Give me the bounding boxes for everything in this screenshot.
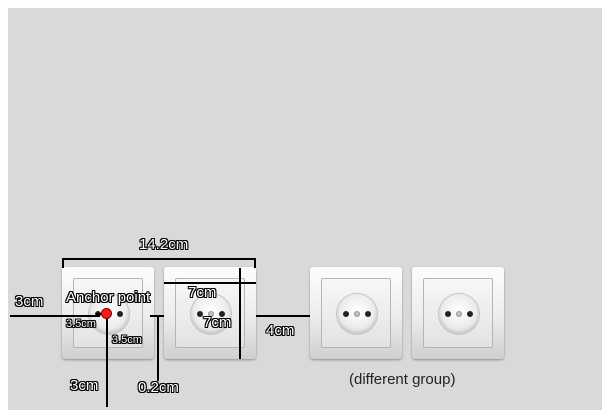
bottom-offset-label: 3cm	[70, 377, 99, 394]
socket-4	[412, 267, 504, 359]
socket-width-line	[164, 282, 256, 284]
total-width-label: 14.2cm	[139, 236, 189, 253]
anchor-point-marker	[102, 309, 111, 318]
anchor-vertical-line	[106, 314, 108, 407]
different-group-label: (different group)	[349, 371, 456, 388]
socket-gap-tick	[150, 315, 164, 317]
total-width-tick-left	[62, 258, 64, 268]
left-offset-label: 3cm	[15, 293, 44, 310]
power-socket-icon	[321, 278, 391, 348]
power-socket-icon	[175, 278, 245, 348]
socket-2	[164, 267, 256, 359]
socket-height-line	[239, 268, 241, 359]
socket-width-label: 7cm	[188, 284, 217, 301]
socket-3	[310, 267, 402, 359]
group-gap-label: 4cm	[266, 322, 295, 339]
power-socket-icon	[423, 278, 493, 348]
anchor-h-label: 3.5cm	[66, 318, 96, 330]
total-width-tick-right	[254, 258, 256, 268]
anchor-v-label: 3.5cm	[112, 334, 142, 346]
socket-gap-label: 0.2cm	[138, 379, 179, 396]
total-width-line	[62, 258, 256, 260]
socket-height-label: 7cm	[203, 314, 232, 331]
anchor-point-label: Anchor point	[66, 289, 151, 306]
left-offset-line	[10, 315, 100, 317]
socket-gap-line	[157, 315, 159, 381]
group-gap-line	[256, 315, 310, 317]
